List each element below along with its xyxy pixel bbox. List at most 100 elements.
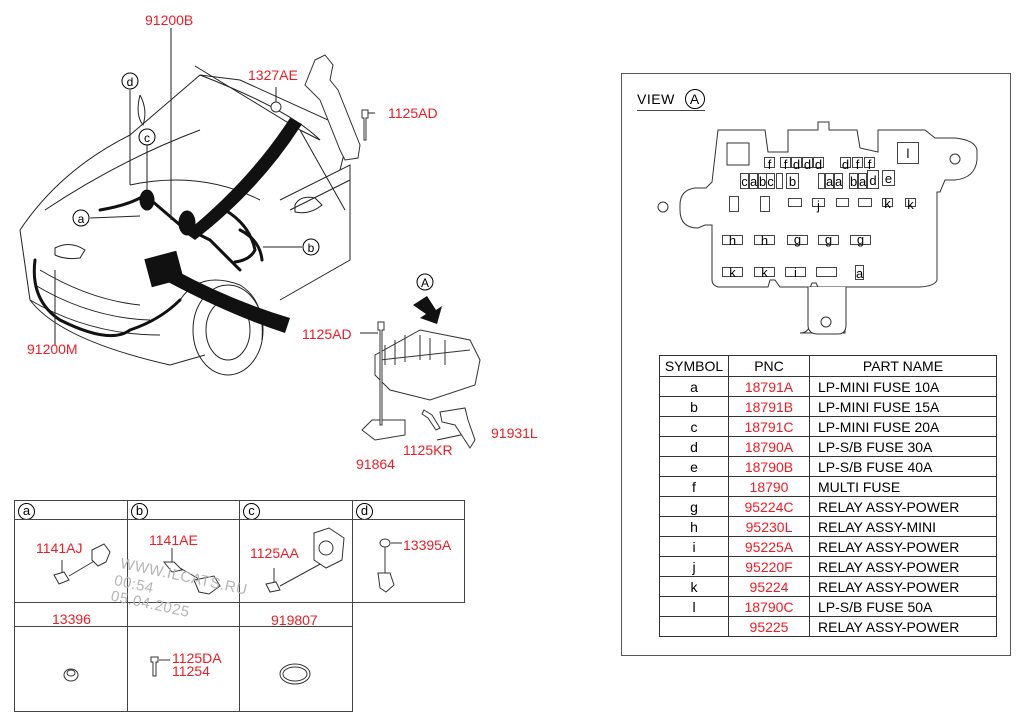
cell-pnc[interactable]: 18791C <box>728 416 810 437</box>
header-part-name: PART NAME <box>809 355 997 377</box>
harness-91200m <box>32 258 182 338</box>
slot-relay[interactable]: j <box>812 198 825 212</box>
slot-relay[interactable]: g <box>787 233 808 246</box>
slot-fuse-large[interactable]: l <box>897 142 919 164</box>
slot-empty[interactable] <box>836 198 849 207</box>
slot-fuse[interactable]: c <box>766 173 775 189</box>
detail-c-part[interactable]: 1125AA <box>250 545 299 561</box>
cell-symbol: k <box>659 576 729 597</box>
slot-fuse[interactable]: a <box>858 173 867 189</box>
slot-relay[interactable]: h <box>722 234 743 247</box>
detail-d-part[interactable]: 13395A <box>403 537 452 553</box>
slot-fuse[interactable]: a <box>834 173 843 189</box>
slot-relay[interactable]: k <box>882 197 893 210</box>
bolt-1125ad-top <box>361 109 369 141</box>
cell-name: MULTI FUSE <box>809 476 997 497</box>
part-label-919807[interactable]: 919807 <box>271 612 318 628</box>
bracket-91864 <box>361 419 406 441</box>
header-symbol: SYMBOL <box>659 355 729 377</box>
cell-pnc[interactable]: 18790C <box>728 596 810 617</box>
part-label-1125da[interactable]: 1125DA <box>172 650 222 666</box>
slot-fuse[interactable]: d <box>791 157 802 172</box>
harness-band-upper <box>185 118 302 240</box>
slot-fuse[interactable]: d <box>813 157 824 172</box>
slot-fuse[interactable]: e <box>882 170 895 186</box>
cell-pnc[interactable]: 18791B <box>728 396 810 417</box>
callout-bolt-bracket[interactable]: 1125AD <box>388 105 438 121</box>
slot-fuse[interactable]: f <box>764 157 775 171</box>
cell-pnc[interactable]: 95224 <box>728 576 810 597</box>
cell-pnc[interactable]: 95224C <box>728 496 810 517</box>
slot-fuse[interactable]: a <box>825 173 834 189</box>
slot-relay[interactable]: h <box>754 234 775 247</box>
slot-fuse[interactable]: f <box>780 157 791 171</box>
cell-pnc[interactable]: 18790 <box>728 476 810 497</box>
slot-fuse[interactable]: b <box>849 173 858 189</box>
cell-pnc[interactable]: 95220F <box>728 556 810 577</box>
callout-harness-main[interactable]: 91200B <box>145 12 194 28</box>
callout-bolt-fusebox[interactable]: 1125AD <box>302 326 352 342</box>
callout-bracket-left[interactable]: 91864 <box>356 456 395 472</box>
cell-pnc[interactable]: 18790A <box>728 436 810 457</box>
callout-fusebox-bolt[interactable]: 1125KR <box>403 442 453 458</box>
cell-pnc[interactable]: 18791A <box>728 376 810 397</box>
slot-relay[interactable]: k <box>722 266 743 279</box>
slot-fuse[interactable]: d <box>840 157 851 172</box>
slot-relay[interactable]: k <box>754 266 775 279</box>
view-a-marker-label: A <box>421 276 429 290</box>
clip-icon <box>377 572 395 593</box>
slot-fuse[interactable]: c <box>740 173 749 189</box>
engine-bay-illustration: A d c a b <box>19 28 481 449</box>
slot-relay[interactable]: i <box>785 266 806 279</box>
view-title-text: VIEW <box>637 91 675 107</box>
cell-pnc[interactable]: 18790B <box>728 456 810 477</box>
cell-symbol: c <box>659 416 729 437</box>
slot-fuse[interactable] <box>818 173 825 189</box>
view-marker-circle: A <box>684 89 705 109</box>
slot-fuse[interactable]: d <box>867 170 879 189</box>
detail-marker-c <box>138 128 156 146</box>
slot-empty[interactable] <box>788 198 802 207</box>
slot-fuse[interactable]: d <box>802 157 813 172</box>
slot-fuse[interactable]: a <box>855 265 864 281</box>
slot-empty[interactable] <box>816 267 837 277</box>
detail-b-part[interactable]: 1141AE <box>149 532 198 548</box>
slot-fuse[interactable]: f <box>864 157 875 171</box>
slot-fuse[interactable] <box>776 173 783 189</box>
slot-relay[interactable]: k <box>905 198 916 211</box>
callout-nut-top[interactable]: 1327AE <box>248 67 298 83</box>
slot-relay[interactable]: g <box>850 233 871 246</box>
fusebox-body <box>374 329 481 401</box>
cell-symbol: f <box>659 476 729 497</box>
part-label-13396[interactable]: 13396 <box>52 611 91 627</box>
callout-bracket-right[interactable]: 91931L <box>491 425 538 441</box>
slot-fuse[interactable]: a <box>749 173 758 189</box>
slot-relay[interactable]: g <box>818 233 839 246</box>
detail-a-part[interactable]: 1141AJ <box>36 540 83 556</box>
slot-fuse[interactable]: b <box>786 173 799 189</box>
slot-fuse[interactable]: f <box>852 157 863 171</box>
part-label-11254[interactable]: 11254 <box>172 663 210 679</box>
detail-header-a-label: a <box>18 503 35 520</box>
cell-name: RELAY ASSY-MINI <box>809 516 997 537</box>
cell-pnc[interactable]: 95225A <box>728 536 810 557</box>
slot-empty[interactable] <box>729 196 739 212</box>
callout-harness-front[interactable]: 91200M <box>27 341 78 357</box>
cell-pnc[interactable]: 95230L <box>728 516 810 537</box>
slot-empty[interactable] <box>858 198 872 207</box>
cell-pnc[interactable]: 95225 <box>728 616 810 637</box>
slot-empty[interactable] <box>760 196 770 212</box>
